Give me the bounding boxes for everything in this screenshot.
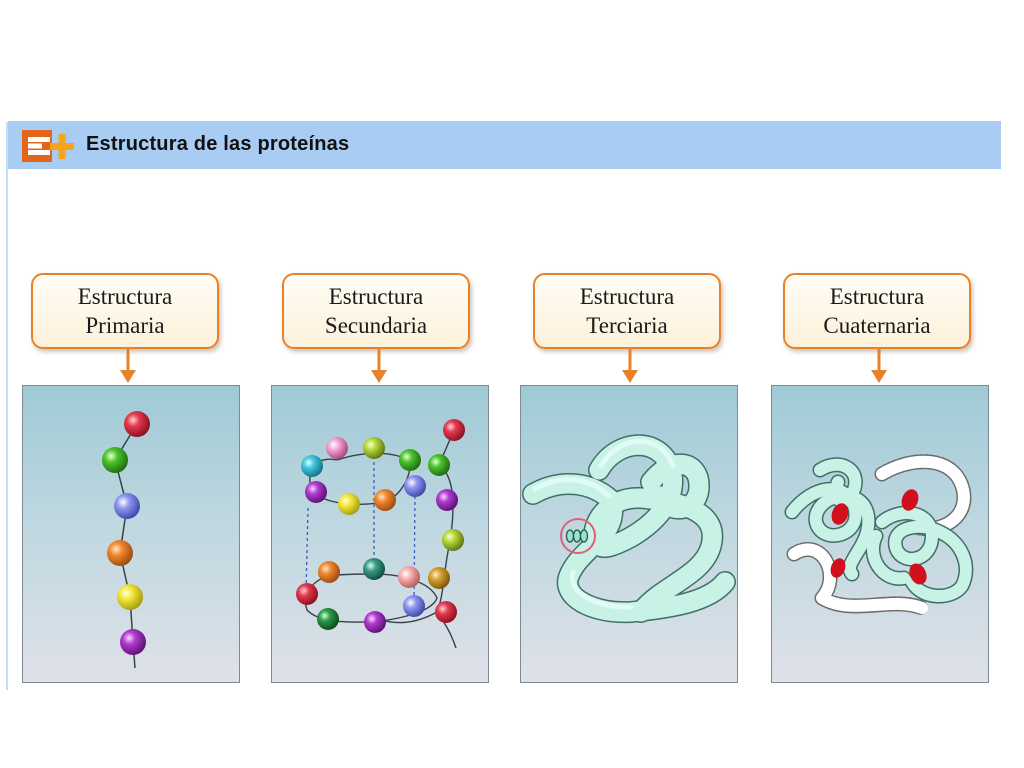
amino-acid-bead xyxy=(443,419,465,441)
amino-acid-bead xyxy=(114,493,140,519)
primary-chain-illustration xyxy=(102,411,150,669)
label-terciaria: Estructura Terciaria xyxy=(533,273,721,349)
amino-acid-bead xyxy=(403,595,425,617)
amino-acid-bead xyxy=(338,493,360,515)
helix-highlight-circle xyxy=(560,518,596,554)
header-bar xyxy=(8,121,1001,169)
label-primaria: Estructura Primaria xyxy=(31,273,219,349)
amino-acid-bead xyxy=(326,437,348,459)
down-arrow-icon xyxy=(622,348,638,383)
label-secundaria: Estructura Secundaria xyxy=(282,273,470,349)
heme-group xyxy=(830,558,846,578)
alpha-helix-illustration xyxy=(296,419,465,649)
label-line1: Estructura xyxy=(77,284,173,309)
amino-acid-bead xyxy=(436,489,458,511)
amino-acid-bead xyxy=(296,583,318,605)
label-line2: Primaria xyxy=(85,313,165,338)
e-plus-icon xyxy=(22,130,74,162)
label-line1: Estructura xyxy=(579,284,675,309)
amino-acid-bead xyxy=(301,455,323,477)
label-line2: Secundaria xyxy=(324,313,428,338)
amino-acid-bead xyxy=(120,629,146,655)
amino-acid-bead xyxy=(124,411,150,437)
panel-primaria xyxy=(22,385,240,683)
label-line2: Cuaternaria xyxy=(823,313,931,338)
amino-acid-bead xyxy=(428,454,450,476)
down-arrow-icon xyxy=(371,348,387,383)
down-arrow-icon xyxy=(120,348,136,383)
heme-group xyxy=(831,503,849,525)
quaternary-assembly-illustration xyxy=(784,454,974,616)
amino-acid-bead xyxy=(374,489,396,511)
amino-acid-bead xyxy=(435,601,457,623)
amino-acid-bead xyxy=(398,566,420,588)
amino-acid-bead xyxy=(364,611,386,633)
amino-acid-bead xyxy=(404,475,426,497)
label-line1: Estructura xyxy=(829,284,925,309)
label-line1: Estructura xyxy=(328,284,424,309)
amino-acid-bead xyxy=(318,561,340,583)
amino-acid-bead xyxy=(428,567,450,589)
amino-acid-bead xyxy=(317,608,339,630)
panel-cuaternaria xyxy=(771,385,989,683)
page-title: Estructura de las proteínas xyxy=(86,133,350,155)
amino-acid-bead xyxy=(363,558,385,580)
down-arrow-icon xyxy=(871,348,887,383)
label-line2: Terciaria xyxy=(586,313,668,338)
amino-acid-bead xyxy=(107,540,133,566)
amino-acid-bead xyxy=(363,437,385,459)
tertiary-fold-illustration xyxy=(522,434,736,624)
left-border xyxy=(6,122,8,690)
amino-acid-bead xyxy=(117,584,143,610)
panel-secundaria xyxy=(271,385,489,683)
amino-acid-bead xyxy=(102,447,128,473)
amino-acid-bead xyxy=(305,481,327,503)
amino-acid-bead xyxy=(399,449,421,471)
panel-terciaria xyxy=(520,385,738,683)
label-cuaternaria: Estructura Cuaternaria xyxy=(783,273,971,349)
heme-group xyxy=(909,563,927,585)
heme-group xyxy=(901,489,919,511)
amino-acid-bead xyxy=(442,529,464,551)
